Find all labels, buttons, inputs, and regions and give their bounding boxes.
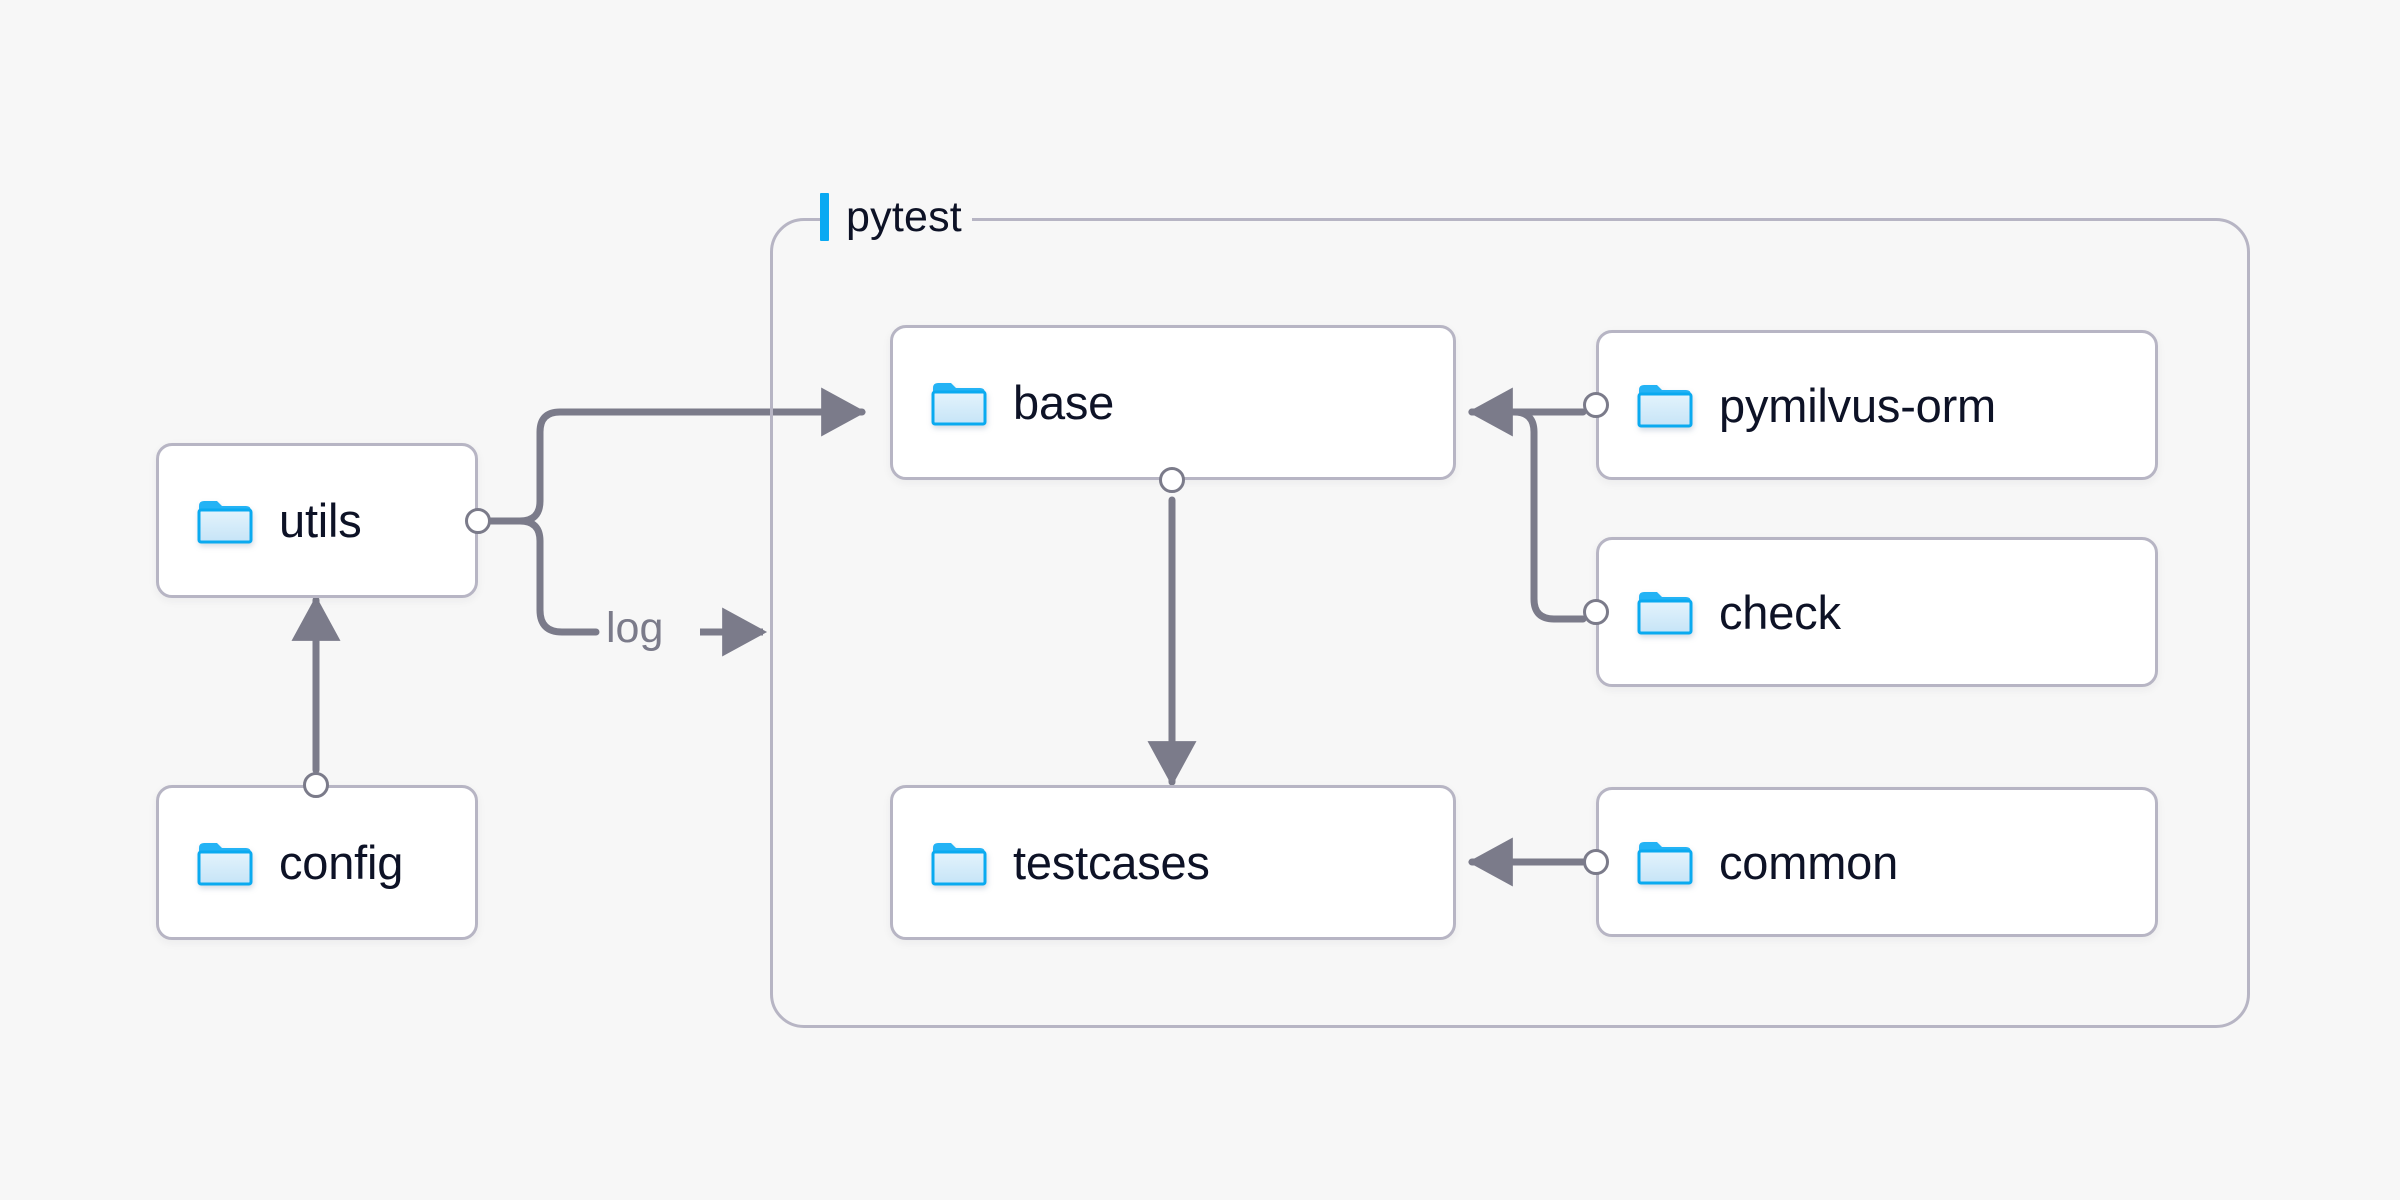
node-utils[interactable]: utils (156, 443, 478, 598)
node-check[interactable]: check (1596, 537, 2158, 687)
folder-icon (931, 840, 987, 886)
node-testcases-label: testcases (1013, 836, 1210, 889)
node-testcases[interactable]: testcases (890, 785, 1456, 940)
node-config[interactable]: config (156, 785, 478, 940)
port-pymilvus-orm-left[interactable] (1583, 392, 1609, 418)
folder-icon (197, 840, 253, 886)
node-common-label: common (1719, 835, 1899, 889)
node-base-label: base (1013, 376, 1115, 429)
node-common[interactable]: common (1596, 787, 2158, 937)
node-base[interactable]: base (890, 325, 1456, 480)
folder-icon (197, 498, 253, 544)
node-check-label: check (1719, 585, 1841, 639)
folder-icon (1637, 589, 1693, 635)
group-accent-bar (820, 193, 829, 241)
folder-icon (1637, 839, 1693, 885)
port-utils-right[interactable] (465, 508, 491, 534)
node-pymilvus-orm-label: pymilvus-orm (1719, 378, 1997, 432)
folder-icon (931, 380, 987, 426)
folder-icon (1637, 382, 1693, 428)
edge-utils-log (486, 517, 600, 636)
edge-label-log: log (600, 604, 670, 653)
group-pytest-label: pytest (820, 190, 972, 244)
group-pytest-title: pytest (846, 193, 962, 241)
group-pytest[interactable] (770, 218, 2250, 1028)
port-check-left[interactable] (1583, 599, 1609, 625)
node-pymilvus-orm[interactable]: pymilvus-orm (1596, 330, 2158, 480)
node-config-label: config (279, 836, 404, 889)
port-config-top[interactable] (303, 772, 329, 798)
node-utils-label: utils (279, 494, 362, 547)
port-base-bottom[interactable] (1159, 467, 1185, 493)
port-common-left[interactable] (1583, 849, 1609, 875)
